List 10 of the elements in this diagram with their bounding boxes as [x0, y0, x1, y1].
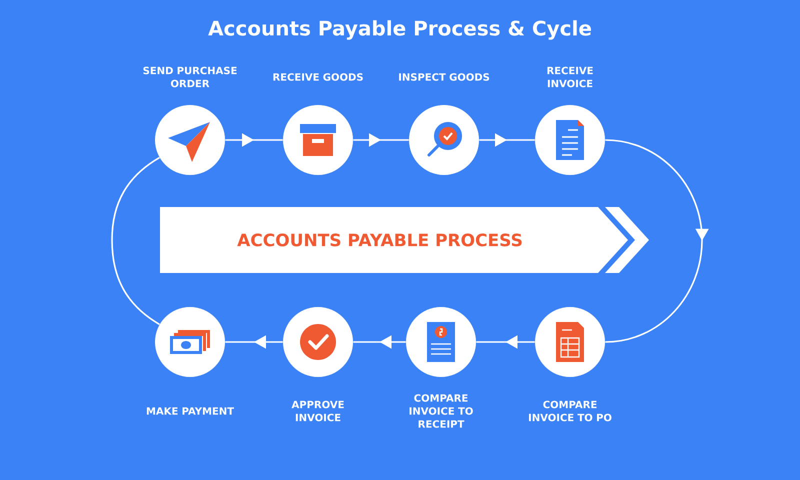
arrow	[605, 139, 709, 343]
step-label: COMPARE INVOICE TO PO	[529, 400, 612, 422]
step-label: INSPECT GOODS	[399, 73, 490, 81]
step-label: RECEIVE GOODS	[273, 73, 363, 81]
step-label: RECEIVE INVOICE	[547, 66, 593, 88]
step-label: SEND PURCHASE ORDER	[143, 66, 237, 88]
title: Accounts Payable Process & Cycle	[208, 20, 591, 40]
step-label: MAKE PAYMENT	[146, 407, 234, 415]
step-label: COMPARE INVOICE TO RECEIPT	[410, 394, 473, 428]
step-label: APPROVE INVOICE	[292, 400, 344, 422]
